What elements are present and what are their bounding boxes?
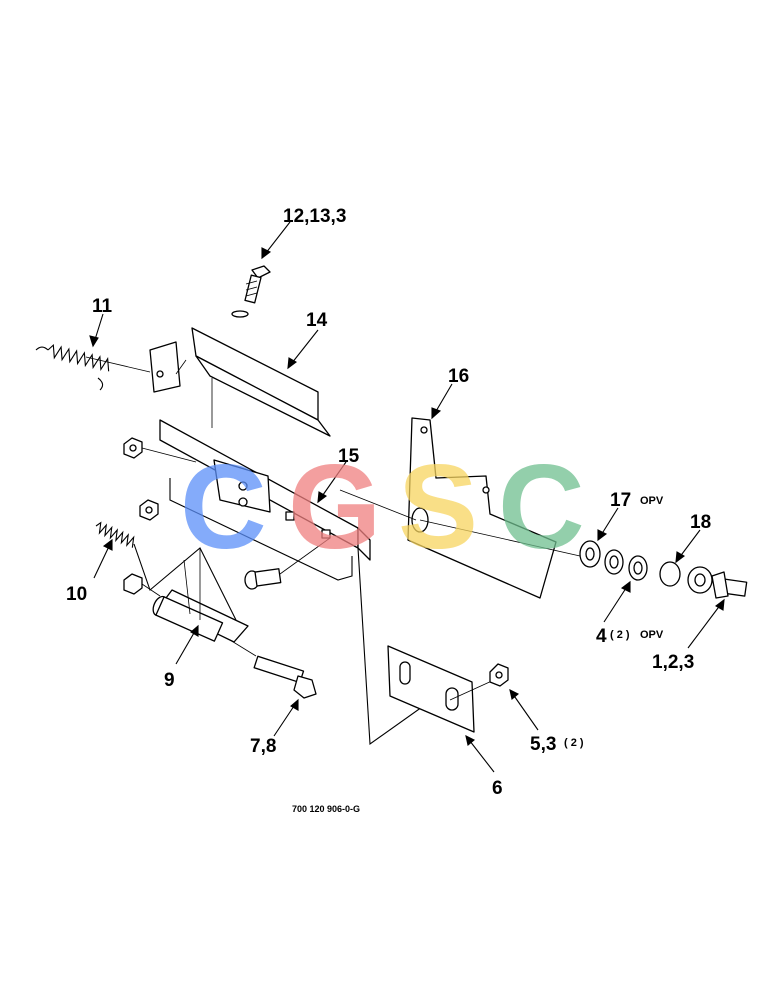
pivot-9 — [123, 548, 249, 643]
callout-4-note: OPV — [640, 629, 664, 641]
callout-4-qty: ( 2 ) — [610, 629, 630, 641]
callout-18: 18 — [690, 512, 711, 533]
callout-6: 6 — [492, 778, 503, 799]
spring-11 — [35, 343, 151, 391]
carriage-bolt — [244, 537, 331, 590]
callout-4: 4 — [596, 626, 607, 647]
callout-1-2-3: 1,2,3 — [652, 652, 694, 673]
drawing-code: 700 120 906-0-G — [292, 804, 360, 814]
nut-upper-left — [123, 437, 197, 463]
bracket-14 — [149, 327, 331, 437]
callout-12-13-3: 12,13,3 — [283, 206, 346, 227]
leader-arrows — [89, 221, 725, 773]
callout-17-note: OPV — [640, 495, 664, 507]
bolt-7-8 — [229, 639, 317, 699]
callout-5-3: 5,3 — [530, 734, 556, 755]
callout-17: 17 — [610, 490, 631, 511]
callout-10: 10 — [66, 584, 87, 605]
callout-14: 14 — [306, 310, 328, 331]
callout-16: 16 — [448, 366, 469, 387]
callout-11: 11 — [92, 296, 113, 317]
plate-6 — [357, 547, 509, 746]
watermark-letter-s: S — [398, 440, 478, 574]
callout-5-3-qty: ( 2 ) — [564, 737, 584, 749]
watermark-letter-c1: C — [180, 440, 267, 574]
callout-9: 9 — [164, 670, 175, 691]
nut-mid-left — [139, 499, 159, 521]
callout-7-8: 7,8 — [250, 736, 276, 757]
watermark-letter-g: G — [288, 440, 381, 574]
spring-10 — [95, 521, 237, 621]
watermark-logo: C G S C — [180, 440, 585, 574]
top-bolt — [231, 265, 271, 318]
watermark-letter-c2: C — [498, 440, 585, 574]
washer-stack — [419, 519, 748, 599]
callout-15: 15 — [338, 446, 360, 467]
